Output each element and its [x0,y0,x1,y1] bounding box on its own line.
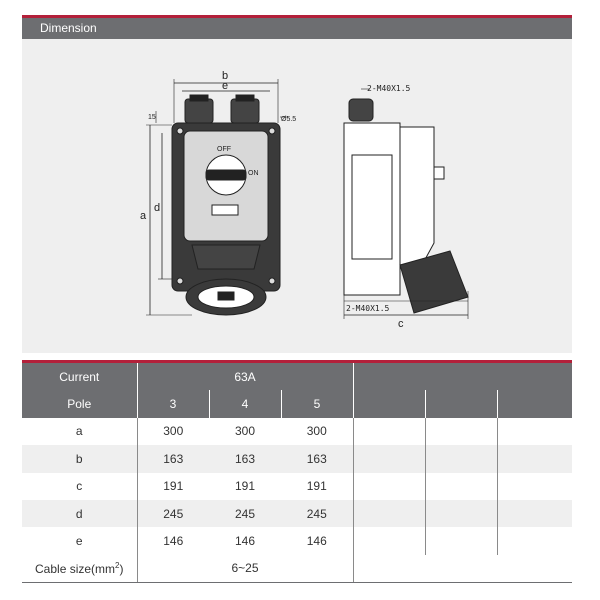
dim-label-e: e [222,80,228,92]
dim-label-a: a [140,210,147,222]
table-row-cable-size: Cable size(mm2) 6~25 [22,554,573,583]
cell-value: 163 [209,445,281,473]
dim-label-hole: Ø5.5 [281,116,296,123]
dim-label-top-small: 15 [148,114,156,121]
table-top-rule [22,360,572,363]
row-label: c [22,472,138,500]
section-title: Dimension [40,21,97,35]
cell-value: 245 [209,499,281,528]
row-label: d [22,499,138,528]
table-row: b 163 163 163 [22,445,573,473]
switch-off-label: OFF [217,146,231,153]
dimension-table: Current 63A Pole 3 4 5 a 300 300 300 b 1… [22,360,573,583]
cable-size-value: 6~25 [137,554,354,583]
header-pole-4: 4 [209,390,282,418]
table-row: e 146 146 146 [22,527,572,555]
technical-drawing-svg: b e a d 15 Ø5.5 OFF ON 2-M40X1.5 2-M40X1… [140,70,469,330]
front-view [146,79,288,316]
header-pole-5: 5 [281,390,354,418]
cell-value: 245 [281,499,354,528]
cell-value: 300 [234,424,256,439]
cell-value: 191 [163,479,184,494]
dim-label-c: c [398,318,404,330]
dim-label-b: b [222,70,228,82]
side-view [343,88,469,319]
spec-table: Current 63A Pole 3 4 5 a 300 300 300 b 1… [22,363,573,583]
cable-size-label: Cable size(mm2) [22,554,138,583]
header-pole-3: 3 [137,390,210,418]
section-header-dimension: Dimension [22,15,572,39]
switch-on-label: ON [248,170,259,177]
header-row-current: Current 63A [22,363,573,391]
header-row-pole: Pole 3 4 5 [22,390,573,418]
cell-value: 163 [281,445,354,473]
row-label: a [22,417,138,446]
table-row: d 245 245 245 [22,499,573,528]
header-current-label: Current [22,363,138,391]
header-current-value: 63A [137,363,354,391]
cell-value: 245 [137,499,209,528]
row-label: b [22,445,138,473]
cell-value: 191 [281,472,354,500]
table-row: c 191 191 191 [22,472,572,500]
cell-value: 146 [234,534,256,549]
cell-value: 300 [281,417,354,446]
cell-value: 163 [137,445,209,473]
table-row: a 300 300 300 [22,417,572,446]
row-label: e [22,527,138,555]
cell-value: 300 [163,424,184,439]
dim-label-d: d [154,202,160,214]
dimension-drawing: b e a d 15 Ø5.5 OFF ON 2-M40X1.5 2-M40X1… [22,39,572,353]
cell-value: 146 [163,534,184,549]
cell-value: 146 [281,527,354,555]
thread-label-bottom: 2-M40X1.5 [346,304,390,313]
cell-value: 191 [234,479,256,494]
header-pole-label: Pole [22,390,138,418]
thread-label-top: 2-M40X1.5 [367,84,411,93]
